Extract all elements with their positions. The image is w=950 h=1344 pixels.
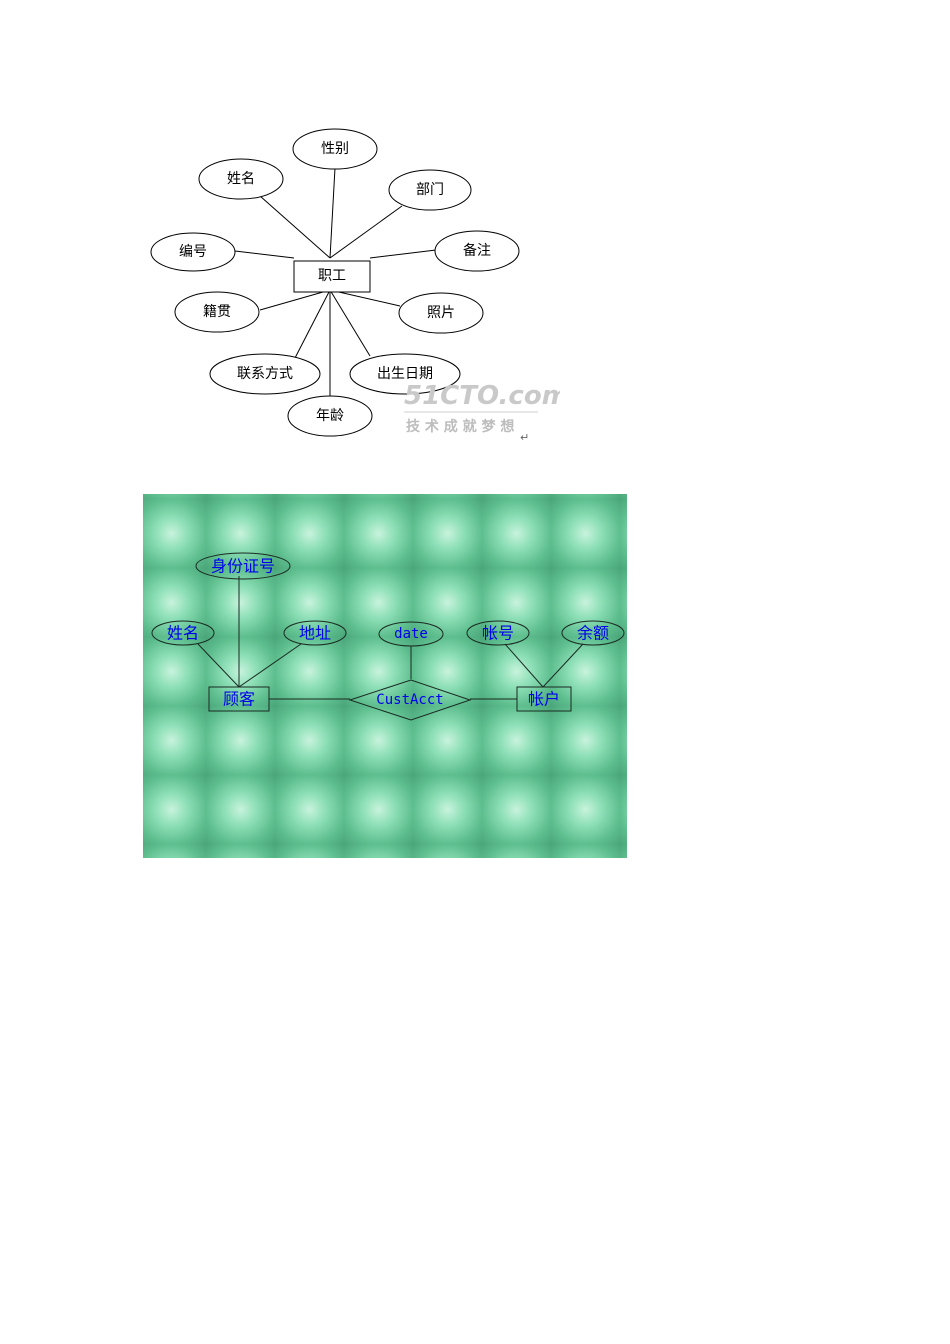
entity-label: 职工 [318, 268, 346, 284]
attr-ellipse-remark [434, 230, 520, 272]
attr-label-contact: 联系方式 [237, 366, 293, 382]
connector-account-no [504, 643, 544, 688]
connector-number [234, 250, 295, 259]
attr-label-dept: 部门 [416, 182, 444, 198]
connector-contact [294, 289, 331, 359]
attr-label-balance: 余额 [577, 624, 609, 643]
employee-er-diagram: 职工 姓名 性别 部门 编号 备注 籍贯 照片 联系方式 出生日期 年龄 51C… [140, 118, 560, 458]
connector-balance [542, 643, 584, 688]
attr-ellipse-number [150, 232, 236, 272]
paragraph-mark: ↵ [520, 431, 529, 444]
customer-entity-box [208, 686, 270, 712]
connector-native-place [259, 289, 331, 311]
attr-label-age: 年龄 [316, 408, 344, 424]
attr-ellipse-birthdate [349, 353, 461, 395]
relationship-label: CustAcct [376, 692, 443, 708]
attr-label-cust-name: 姓名 [167, 624, 199, 643]
attr-ellipse-dept [388, 169, 472, 211]
attr-label-photo: 照片 [427, 305, 455, 321]
attr-ellipse-id-number [195, 552, 291, 580]
custacct-er-diagram: 顾客 帐户 CustAcct 身份证号 姓名 地址 date 帐号 余额 [143, 494, 627, 858]
attr-label-account-no: 帐号 [482, 624, 514, 643]
attr-label-gender: 性别 [321, 141, 349, 157]
attr-ellipse-address [283, 620, 347, 646]
relationship-diamond [348, 679, 472, 721]
attr-ellipse-name [198, 158, 284, 200]
attr-ellipse-age [287, 395, 373, 437]
connector-photo [329, 289, 401, 307]
connector-cust-name [197, 643, 240, 688]
attr-ellipse-cust-name [151, 620, 215, 646]
attr-label-id-number: 身份证号 [211, 557, 275, 576]
attr-label-number: 编号 [179, 244, 207, 260]
connector-address [238, 643, 302, 688]
attr-label-native-place: 籍贯 [203, 303, 231, 320]
connector-birthdate [329, 289, 371, 357]
watermark-slogan: 技 术 成 就 梦 想 [406, 418, 514, 435]
attr-ellipse-date [378, 621, 444, 647]
watermark-logo: 51CTO.com 技 术 成 就 梦 想 ↵ [404, 381, 560, 444]
attr-label-birthdate: 出生日期 [377, 366, 433, 382]
attr-ellipse-balance [561, 620, 625, 646]
connector-gender [329, 167, 336, 259]
account-entity-box [516, 686, 572, 712]
attr-ellipse-gender [292, 128, 378, 170]
attr-ellipse-contact [209, 353, 321, 395]
connector-name [259, 195, 331, 259]
watermark-logo-text: 51CTO.com [404, 381, 560, 411]
customer-entity-label: 顾客 [223, 690, 255, 709]
attr-ellipse-account-no [466, 620, 530, 646]
attr-label-address: 地址 [299, 624, 331, 643]
attr-ellipse-native-place [174, 291, 260, 333]
account-entity-label: 帐户 [528, 690, 560, 709]
attr-label-remark: 备注 [463, 242, 491, 259]
entity-box [293, 260, 371, 293]
attr-ellipse-photo [398, 292, 484, 334]
attr-label-date: date [394, 626, 428, 642]
connector-remark [369, 249, 437, 259]
connector-dept [329, 205, 403, 259]
attr-label-name: 姓名 [227, 171, 255, 187]
